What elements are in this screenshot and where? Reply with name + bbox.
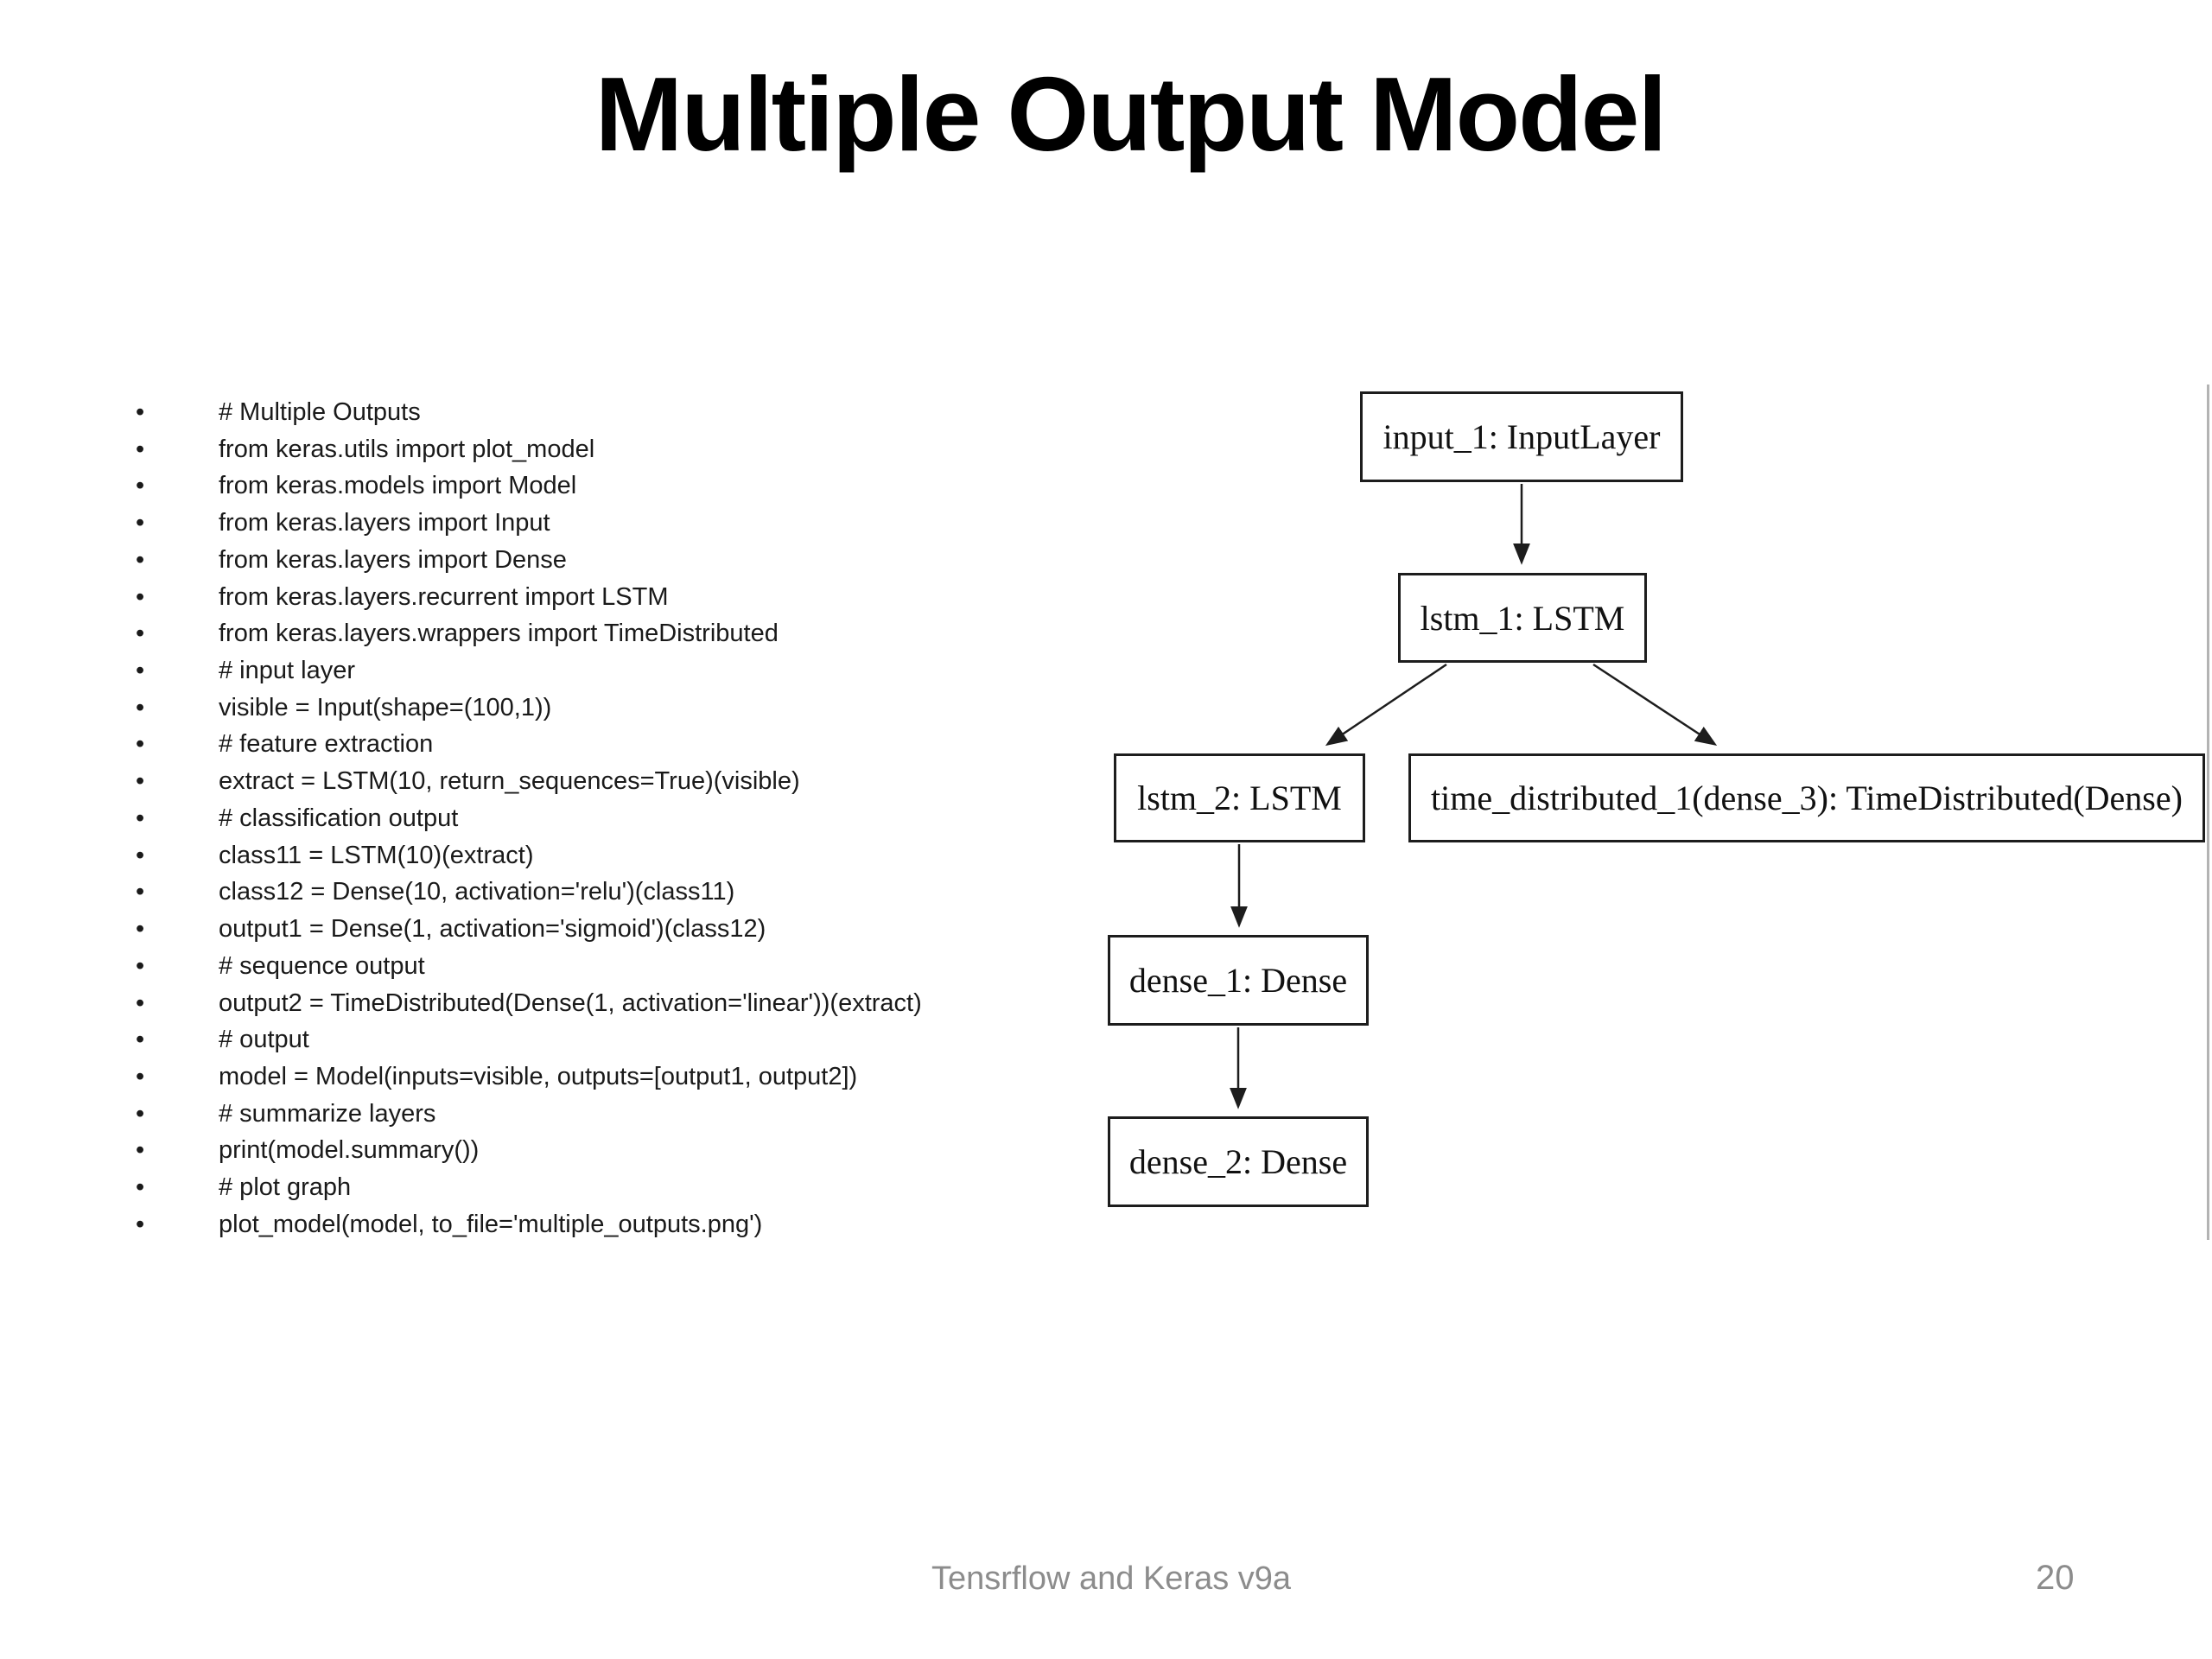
- bullet-text: extract = LSTM(10, return_sequences=True…: [219, 767, 800, 796]
- page-title: Multiple Output Model: [594, 55, 1668, 173]
- bullet-text: visible = Input(shape=(100,1)): [219, 693, 552, 721]
- bullet-text: from keras.layers.recurrent import LSTM: [219, 582, 669, 611]
- bullet-text: class12 = Dense(10, activation='relu')(c…: [219, 878, 735, 906]
- bullet-line: from keras.models import Model: [0, 467, 1123, 505]
- bullet-text: # output: [219, 1026, 309, 1054]
- bullet-line: from keras.layers.wrappers import TimeDi…: [0, 615, 1123, 652]
- bullet-line: from keras.utils import plot_model: [0, 431, 1123, 468]
- bullet-line: output2 = TimeDistributed(Dense(1, activ…: [0, 985, 1123, 1022]
- bullet-text: class11 = LSTM(10)(extract): [219, 841, 534, 869]
- bullet-text: model = Model(inputs=visible, outputs=[o…: [219, 1062, 858, 1090]
- bullet-text: output1 = Dense(1, activation='sigmoid')…: [219, 915, 766, 944]
- bullet-text: # summarize layers: [219, 1099, 436, 1128]
- bullet-text: # input layer: [219, 657, 355, 685]
- bullet-line: # Multiple Outputs: [0, 394, 1123, 431]
- diagram-node-time-distributed-1: time_distributed_1(dense_3): TimeDistrib…: [1408, 753, 2205, 842]
- bullet-text: from keras.layers import Dense: [219, 545, 567, 574]
- bullet-text: # classification output: [219, 804, 459, 832]
- bullet-text: output2 = TimeDistributed(Dense(1, activ…: [219, 988, 922, 1017]
- bullet-line: # classification output: [0, 800, 1123, 837]
- footer-deck-title: Tensrflow and Keras v9a: [931, 1560, 1292, 1597]
- arrow-lstm1-to-timedistributed: [1592, 663, 1718, 747]
- bullet-line: from keras.layers.recurrent import LSTM: [0, 579, 1123, 616]
- bullet-text: from keras.models import Model: [219, 472, 577, 500]
- bullet-text: from keras.utils import plot_model: [219, 435, 595, 463]
- diagram-node-lstm-1: lstm_1: LSTM: [1398, 573, 1647, 663]
- bullet-text: from keras.layers import Input: [219, 509, 550, 537]
- bullet-line: # summarize layers: [0, 1096, 1123, 1133]
- bullet-text: # feature extraction: [219, 730, 434, 759]
- page-number: 20: [2036, 1559, 2075, 1597]
- bullet-line: plot_model(model, to_file='multiple_outp…: [0, 1206, 1123, 1243]
- bullet-text: # sequence output: [219, 951, 425, 980]
- code-bullet-list: # Multiple Outputs from keras.utils impo…: [0, 394, 1123, 1243]
- bullet-text: from keras.layers.wrappers import TimeDi…: [219, 620, 779, 648]
- bullet-line: class12 = Dense(10, activation='relu')(c…: [0, 874, 1123, 911]
- diagram-node-lstm-2: lstm_2: LSTM: [1114, 753, 1365, 842]
- diagram-node-dense-2: dense_2: Dense: [1108, 1116, 1369, 1207]
- bullet-line: # feature extraction: [0, 726, 1123, 763]
- bullet-line: visible = Input(shape=(100,1)): [0, 690, 1123, 727]
- bullet-line: # input layer: [0, 652, 1123, 690]
- bullet-text: print(model.summary()): [219, 1136, 480, 1165]
- bullet-line: class11 = LSTM(10)(extract): [0, 837, 1123, 874]
- bullet-line: extract = LSTM(10, return_sequences=True…: [0, 763, 1123, 800]
- bullet-text: # Multiple Outputs: [219, 398, 421, 426]
- bullet-text: plot_model(model, to_file='multiple_outp…: [219, 1210, 763, 1238]
- bullet-line: model = Model(inputs=visible, outputs=[o…: [0, 1058, 1123, 1096]
- arrow-lstm1-to-lstm2: [1325, 663, 1447, 747]
- diagram-image-right-border: [2207, 385, 2209, 1240]
- diagram-node-dense-1: dense_1: Dense: [1108, 935, 1369, 1026]
- bullet-line: from keras.layers import Input: [0, 505, 1123, 542]
- bullet-line: print(model.summary()): [0, 1132, 1123, 1169]
- bullet-line: # plot graph: [0, 1169, 1123, 1206]
- bullet-line: # output: [0, 1021, 1123, 1058]
- bullet-line: # sequence output: [0, 948, 1123, 985]
- bullet-line: output1 = Dense(1, activation='sigmoid')…: [0, 911, 1123, 948]
- bullet-line: from keras.layers import Dense: [0, 542, 1123, 579]
- diagram-node-input-1: input_1: InputLayer: [1360, 391, 1683, 482]
- bullet-text: # plot graph: [219, 1173, 352, 1202]
